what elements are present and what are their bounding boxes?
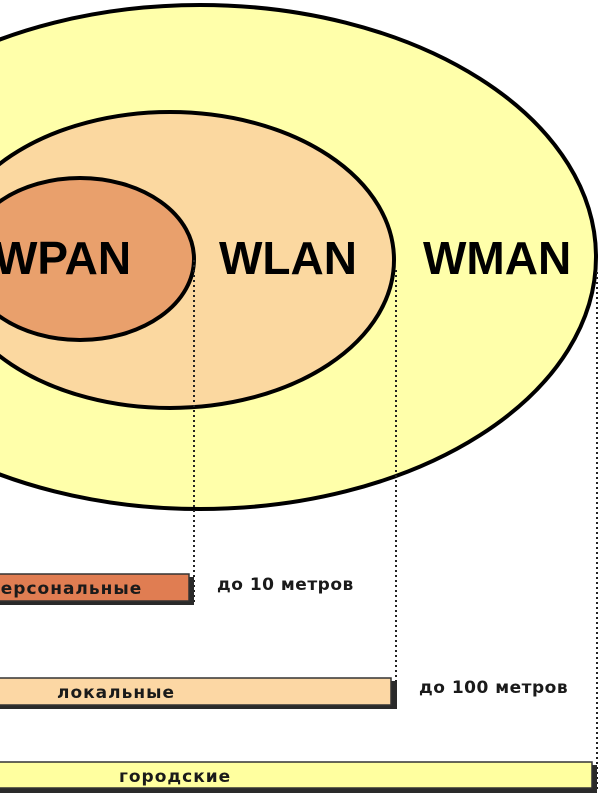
personal-range-label: до 10 метров [217, 575, 354, 595]
personal-bar: персональные [0, 573, 194, 605]
city-bar-box [0, 761, 593, 789]
local-bar: локальные [0, 677, 397, 709]
personal-bar-box [0, 573, 190, 602]
local-bar-label: локальные [57, 683, 175, 703]
wpan-label: WPAN [0, 232, 131, 284]
local-bar-box [0, 677, 392, 706]
personal-bar-label: персональные [0, 579, 142, 599]
wman-label: WMAN [423, 232, 571, 284]
wpan-ellipse [0, 176, 196, 342]
wlan-label: WLAN [219, 232, 357, 284]
local-range-label: до 100 метров [419, 678, 568, 698]
city-bar: городские [0, 761, 597, 793]
city-bar-label: городские [119, 767, 231, 787]
